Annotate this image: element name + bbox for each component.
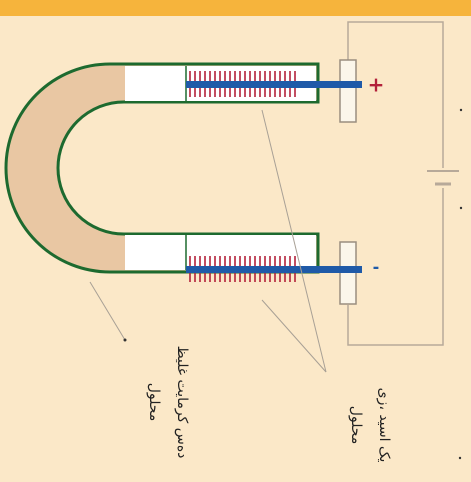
circuit-wire bbox=[347, 21, 444, 346]
label-acid-line1: یک اسید ،زی bbox=[376, 388, 392, 463]
minus-sign: - bbox=[373, 258, 380, 277]
label-porous-line2: محلول bbox=[146, 383, 162, 422]
plus-sign: + bbox=[368, 73, 385, 97]
battery bbox=[427, 168, 459, 188]
positive-terminal-block bbox=[339, 59, 357, 123]
label-porous-line1: دەس کرمایت غلیظ bbox=[174, 346, 190, 459]
top-band bbox=[0, 0, 471, 16]
negative-electrode bbox=[186, 266, 362, 273]
pointer-lines bbox=[89, 109, 327, 373]
label-acid-line2: محلول bbox=[348, 406, 364, 445]
positive-electrode bbox=[186, 81, 362, 88]
